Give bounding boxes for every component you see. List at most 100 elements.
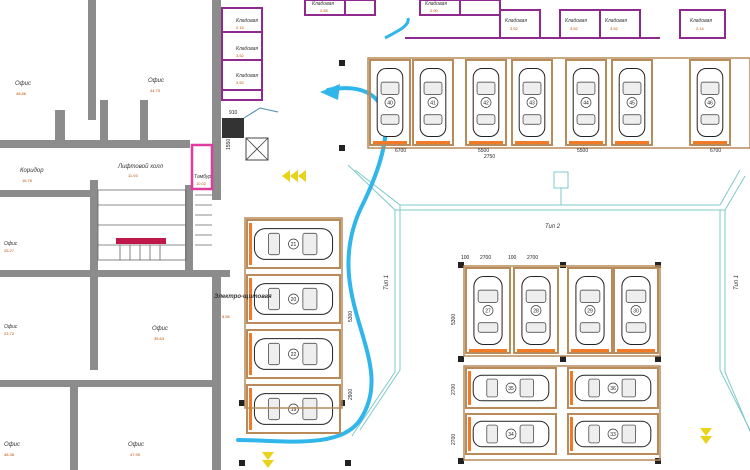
office-1-area: 44.75 — [150, 88, 161, 93]
storage-area-2: 3.52 — [236, 53, 245, 58]
dim-2750: 2750 — [484, 154, 495, 160]
storage-label-6: Кладовая — [505, 18, 527, 24]
storage-area-6: 3.52 — [510, 26, 519, 31]
parking-spot-left-22: 22 — [246, 329, 341, 379]
electric-name: Электро-щитовая — [214, 294, 272, 300]
building-walls — [0, 0, 230, 470]
ramp-type-1-right-label: Тип 1 — [734, 275, 740, 290]
svg-text:19: 19 — [291, 407, 297, 413]
stair-landing-mark — [116, 238, 166, 244]
dim-6700-top-left: 6700 — [395, 148, 406, 154]
storage-column-left — [221, 7, 263, 101]
small-arrow-top — [384, 17, 410, 40]
labels: Офис 44.75 Офис 48.86 Офис 25.27 Офис 23… — [4, 1, 740, 457]
ramp-type-1-left-label: Тип 1 — [384, 275, 390, 290]
parking-spot-left-19: 19 — [246, 384, 341, 434]
storage-area-4: 2.55 — [320, 8, 329, 13]
svg-text:34: 34 — [508, 432, 514, 438]
parking-spot-bottom-36: 36 — [567, 367, 659, 409]
storage-label-2: Кладовая — [236, 46, 258, 52]
corridor-area: 16.76 — [22, 178, 33, 183]
corridor-name: Коридор — [20, 168, 44, 174]
parking-spot-top-40: 40 — [369, 59, 411, 146]
dim-6700-top-right: 6700 — [710, 148, 721, 154]
svg-text:35: 35 — [508, 386, 514, 392]
parking-spot-left-21: 21 — [246, 219, 341, 269]
parking-spot-left-20: 20 — [246, 274, 341, 324]
svg-text:42: 42 — [483, 101, 489, 107]
storage-row-top — [304, 0, 726, 39]
ramp-outline — [347, 164, 750, 437]
office-7-name: Офис — [4, 442, 20, 448]
stall-block-top — [367, 57, 750, 149]
svg-text:33: 33 — [610, 432, 616, 438]
svg-text:21: 21 — [291, 242, 297, 248]
svg-text:28: 28 — [533, 309, 539, 315]
dim-5300: 5300 — [451, 314, 457, 325]
office-1-name: Офис — [148, 78, 164, 84]
dim-5300-left: 5300 — [348, 311, 354, 322]
office-3-name: Офис — [4, 241, 18, 247]
svg-text:29: 29 — [587, 309, 593, 315]
svg-text:22: 22 — [291, 352, 297, 358]
svg-text:41: 41 — [430, 101, 436, 107]
ventilation-shaft — [222, 107, 279, 161]
dim-2700-a: 2700 — [480, 255, 491, 261]
dim-100-a: 100 — [461, 255, 470, 261]
stall-block-left — [244, 217, 343, 409]
dim-910: 910 — [229, 110, 238, 116]
storage-area-7: 3.52 — [570, 26, 579, 31]
svg-text:44: 44 — [583, 101, 589, 107]
office-6-name: Офис — [128, 442, 144, 448]
parking-spot-bottom-34: 34 — [465, 413, 557, 455]
storage-label-5: Кладовая — [425, 1, 447, 7]
parking-spot-top-43: 43 — [511, 59, 553, 146]
svg-text:40: 40 — [387, 101, 393, 107]
svg-text:43: 43 — [529, 101, 535, 107]
svg-text:20: 20 — [291, 297, 297, 303]
storage-label-8: Кладовая — [605, 18, 627, 24]
svg-text:46: 46 — [707, 101, 713, 107]
office-4-area: 23.72 — [4, 331, 15, 336]
office-3-area: 25.27 — [4, 248, 15, 253]
storage-area-3: 3.52 — [236, 80, 245, 85]
electric-area: 8.56 — [222, 314, 231, 319]
dim-2700-b: 2700 — [527, 255, 538, 261]
dim-100-b: 100 — [508, 255, 517, 261]
storage-area-9: 2.14 — [696, 26, 705, 31]
lift-hall-area: 11.93 — [128, 173, 138, 178]
storage-area-1: 2.15 — [236, 25, 245, 30]
lift-hall-name: Лифтовой холл — [117, 163, 164, 170]
storage-area-5: 2.90 — [430, 8, 439, 13]
parking-spot-bottom-35: 35 — [465, 367, 557, 409]
tambur-name: Тамбур — [194, 174, 211, 180]
svg-text:30: 30 — [633, 309, 639, 315]
parking-spot-top-44: 44 — [565, 59, 607, 146]
storage-area-8: 3.52 — [610, 26, 619, 31]
parking-spot-top-42: 42 — [465, 59, 507, 146]
office-2-name: Офис — [15, 81, 31, 87]
storage-label-7: Кладовая — [565, 18, 587, 24]
storage-label-3: Кладовая — [236, 73, 258, 79]
dim-5500-top-a: 5500 — [478, 148, 489, 154]
traffic-arrow — [236, 86, 388, 444]
parking-spot-center-27: 27 — [465, 267, 511, 354]
direction-chevrons — [262, 170, 712, 468]
dim-2700-d: 2700 — [451, 434, 457, 445]
parking-spot-center-30: 30 — [613, 267, 659, 354]
office-2-area: 48.86 — [16, 91, 27, 96]
svg-text:36: 36 — [610, 386, 616, 392]
traffic-arrowhead — [320, 84, 340, 100]
svg-text:27: 27 — [485, 309, 491, 315]
stall-block-center — [463, 265, 661, 357]
storage-label-4: Кладовая — [312, 1, 334, 7]
storage-label-9: Кладовая — [690, 18, 712, 24]
dim-5500-top-b: 5500 — [577, 148, 588, 154]
parking-stalls: 40 41 42 43 44 45 46 21 20 22 19 27 28 29 30 35 36 34 33 — [244, 57, 750, 461]
parking-spot-top-41: 41 — [412, 59, 454, 146]
office-5-name: Офис — [152, 326, 168, 332]
parking-spot-top-45: 45 — [611, 59, 653, 146]
tambur-area: 10.02 — [196, 181, 207, 186]
office-4-name: Офис — [4, 324, 18, 330]
